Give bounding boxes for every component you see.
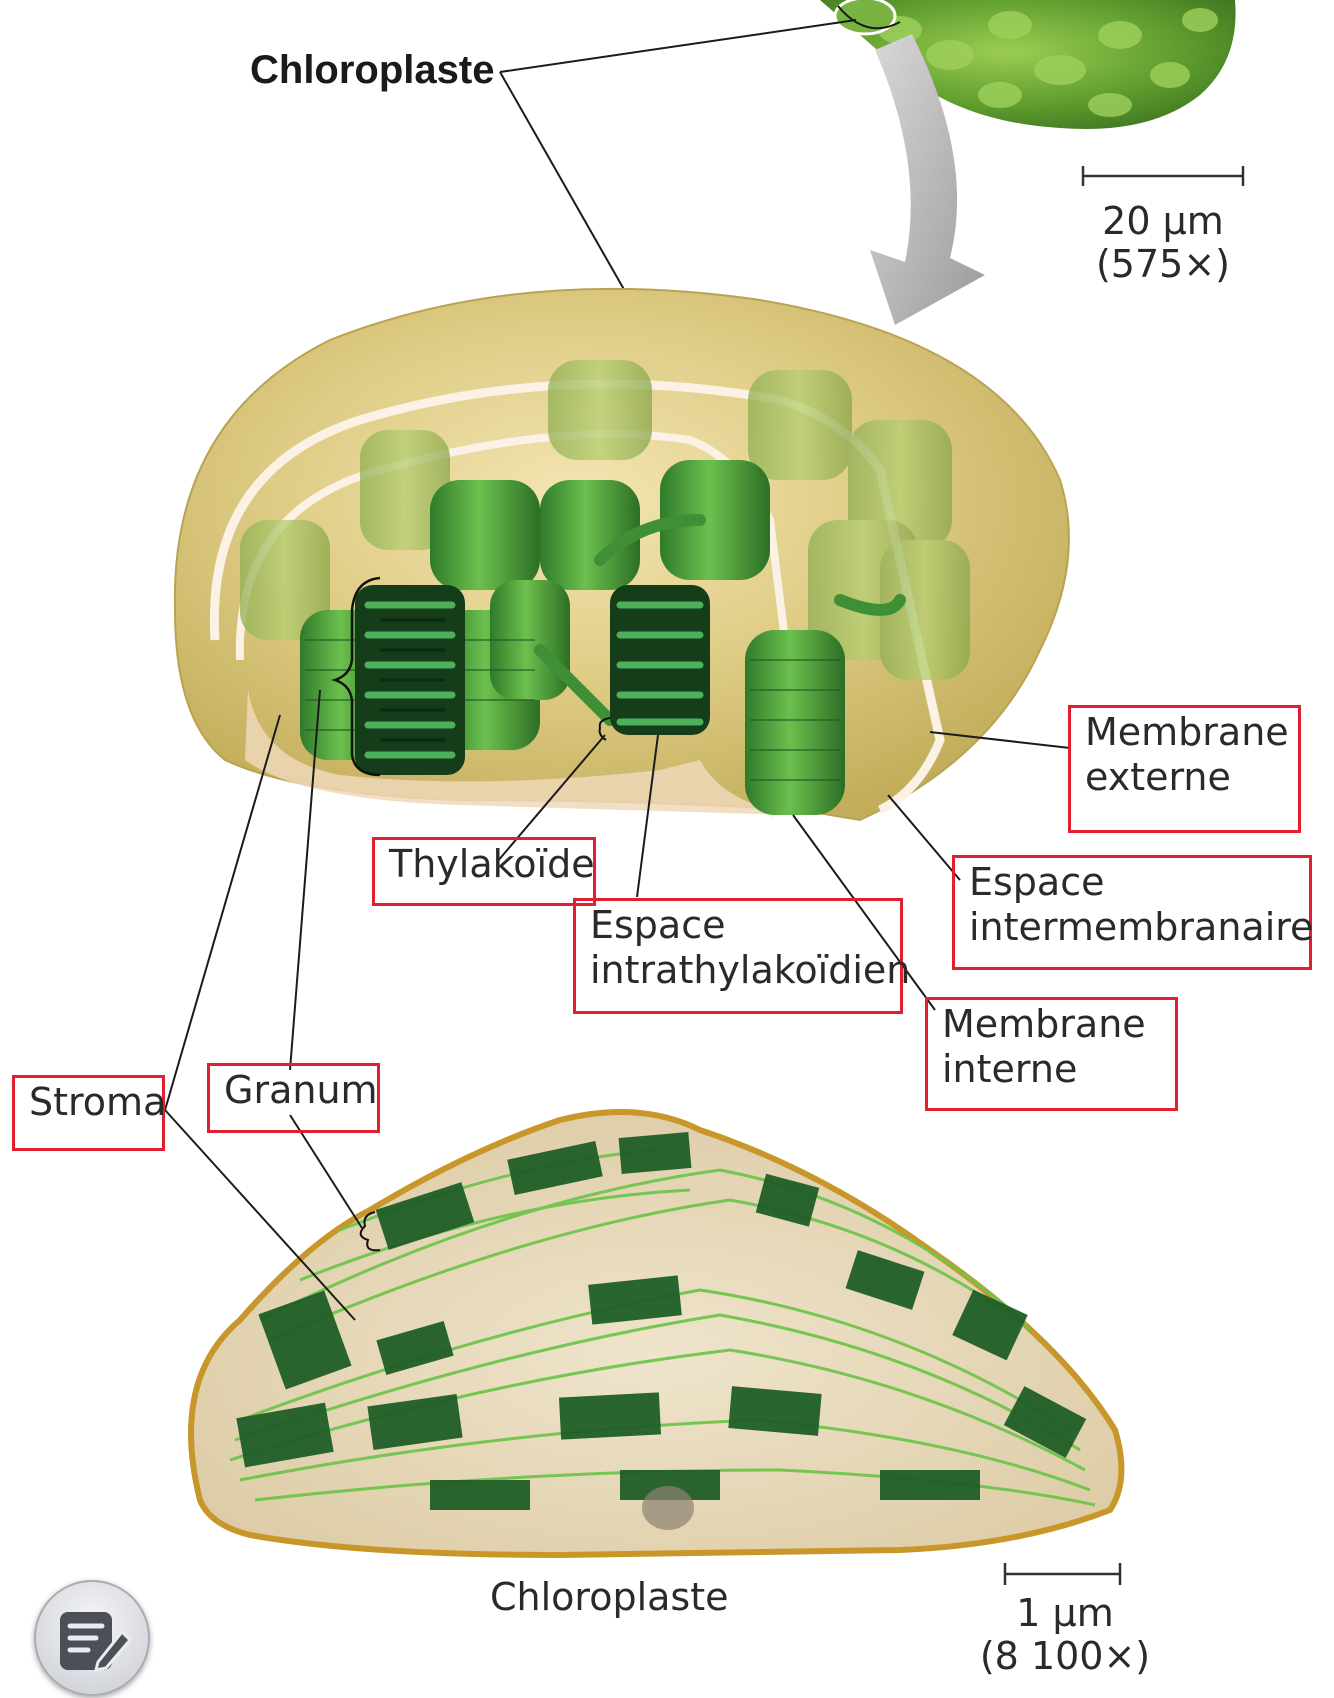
chloroplast-3d (173, 287, 1070, 822)
label-chloroplaste-top: Chloroplaste (250, 48, 495, 92)
edit-note-icon (60, 1612, 133, 1672)
label-leader-lines (164, 689, 1071, 1111)
label-chloroplaste-bottom: Chloroplaste (490, 1575, 729, 1619)
granum-cross-section-left (355, 585, 465, 775)
scale-bar-top-line (1081, 166, 1245, 186)
zoom-arrow (870, 34, 985, 325)
tem-micrograph (164, 1109, 1125, 1559)
scale-bottom-value: 1 µm (1016, 1591, 1114, 1635)
label-granum: Granum (207, 1063, 380, 1133)
label-thylakoide: Thylakoïde (372, 837, 596, 906)
scale-top-magnification: (575×) (1095, 242, 1231, 286)
scale-top-value: 20 µm (1102, 199, 1224, 243)
scale-bottom-magnification: (8 100×) (979, 1634, 1151, 1678)
chloroplaste-leaders (499, 19, 857, 301)
label-stroma: Stroma (12, 1075, 166, 1151)
scale-top-text: 20 µm (575×) (1073, 200, 1253, 286)
label-membrane-externe: Membrane externe (1068, 705, 1301, 833)
scale-bar-bottom-line (1003, 1563, 1122, 1585)
label-espace-intermembranaire: Espace intermembranaire (952, 855, 1313, 970)
scale-bottom-text: 1 µm (8 100×) (965, 1592, 1165, 1678)
leaf-cell-fragment (820, 0, 1236, 130)
note-button[interactable] (34, 1580, 150, 1696)
granum-cross-section-middle (610, 585, 710, 735)
label-membrane-interne: Membrane interne (925, 997, 1178, 1111)
label-espace-intrathylakoidien: Espace intrathylakoïdien (573, 898, 910, 1014)
